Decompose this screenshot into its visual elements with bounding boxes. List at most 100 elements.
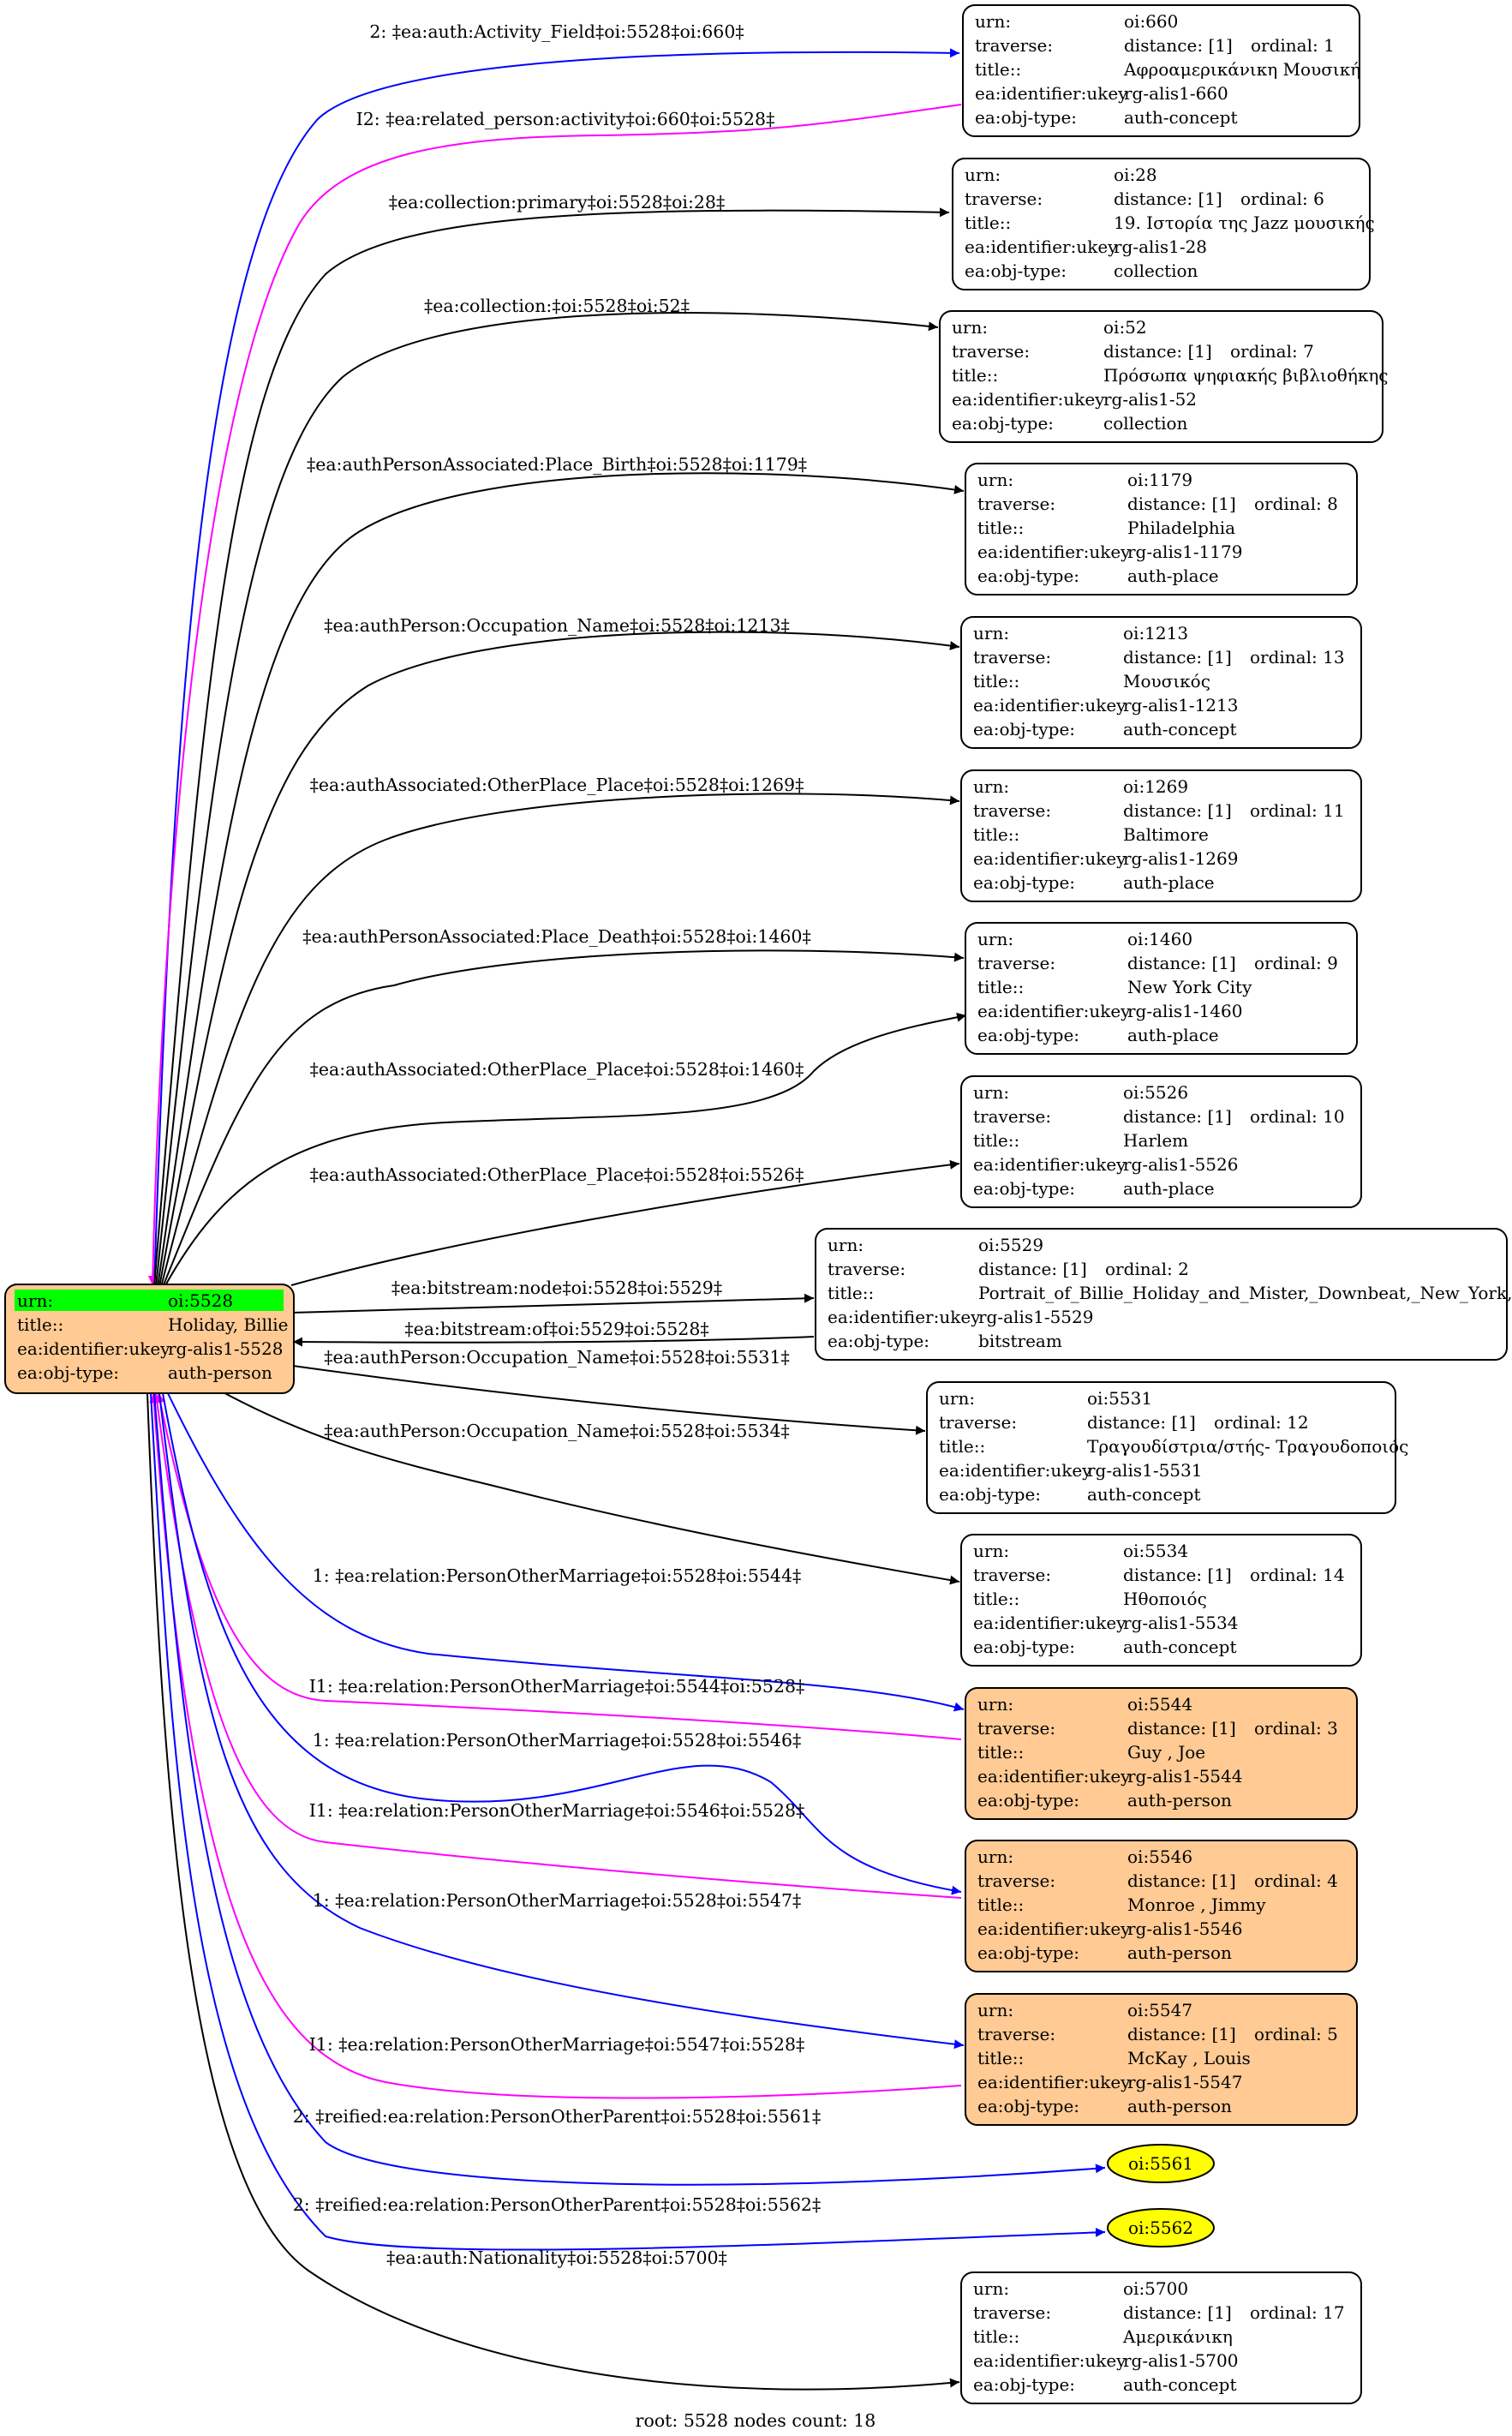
edge-place-birth: ‡ea:authPersonAssociated:Place_Birth‡oi:… [157, 454, 965, 1288]
node-key-traverse: traverse: [828, 1259, 905, 1279]
node-distance: distance: [1] [1127, 494, 1236, 514]
node-key-type: ea:obj-type: [939, 1484, 1041, 1505]
node-ukey: rg-alis1-5529 [978, 1307, 1093, 1327]
root-node[interactable]: urn: oi:5528 title:: Holiday, Billie ea:… [4, 1284, 295, 1394]
node-type: auth-place [1127, 566, 1219, 586]
node-type: collection [1103, 413, 1188, 434]
node-box [960, 616, 1362, 749]
node-distance: distance: [1] [1114, 189, 1222, 209]
edge-label: ‡ea:bitstream:node‡oi:5528‡oi:5529‡ [391, 1278, 722, 1298]
node-5526[interactable]: urn: oi:5526 traverse: distance: [1] ordinal… [960, 1075, 1362, 1208]
node-key-urn: urn: [977, 470, 1013, 490]
node-urn: oi:1460 [1127, 929, 1192, 949]
node-key-urn: urn: [973, 1082, 1009, 1103]
node-ukey: rg-alis1-5547 [1127, 2072, 1242, 2092]
node-key-urn: urn: [977, 1846, 1013, 1867]
node-type: collection [1114, 260, 1198, 281]
node-urn: oi:5526 [1123, 1082, 1188, 1103]
node-key-urn: urn: [952, 317, 988, 338]
node-key-type: ea:obj-type: [973, 1178, 1075, 1199]
graph-footer: root: 5528 nodes count: 18 [636, 2410, 876, 2431]
edge-label: ‡ea:collection:primary‡oi:5528‡oi:28‡ [389, 192, 725, 212]
edge-label: ‡ea:authAssociated:OtherPlace_Place‡oi:5… [310, 1059, 804, 1080]
node-key-traverse: traverse: [973, 1106, 1051, 1127]
reified-node-5561[interactable]: oi:5561 [1107, 2144, 1215, 2183]
edge-occupation-5534: ‡ea:authPerson:Occupation_Name‡oi:5528‡o… [218, 1389, 960, 1585]
node-key-urn: urn: [973, 623, 1009, 643]
node-key-urn: urn: [977, 929, 1013, 949]
edge-label: ‡ea:authAssociated:OtherPlace_Place‡oi:5… [310, 1164, 804, 1185]
node-ukey: rg-alis1-52 [1103, 389, 1197, 410]
node-ukey: rg-alis1-1179 [1127, 542, 1242, 562]
node-ukey: rg-alis1-5531 [1087, 1460, 1202, 1481]
node-title: New York City [1127, 977, 1252, 997]
node-ordinal: ordinal: 10 [1250, 1106, 1345, 1127]
node-ukey: rg-alis1-5546 [1127, 1918, 1242, 1939]
node-distance: distance: [1] [1127, 953, 1236, 973]
node-key-type: ea:obj-type: [977, 1025, 1079, 1045]
node-key-type: ea:obj-type: [973, 1637, 1075, 1657]
node-key-title: title:: [965, 212, 1011, 233]
node-ordinal: ordinal: 13 [1250, 647, 1345, 667]
node-box [965, 463, 1358, 596]
node-key-ukey: ea:identifier:ukey [952, 389, 1105, 410]
reified-node-5562[interactable]: oi:5562 [1107, 2208, 1215, 2247]
node-title: Harlem [1123, 1130, 1188, 1151]
node-key-traverse: traverse: [975, 35, 1053, 56]
edge-layer: 2: ‡ea:auth:Activity_Field‡oi:5528‡oi:66… [146, 21, 1106, 2391]
node-key-ukey: ea:identifier:ukey [973, 848, 1127, 869]
node-key-urn: urn: [939, 1388, 975, 1409]
node-distance: distance: [1] [1087, 1412, 1196, 1433]
node-distance: distance: [1] [1127, 1870, 1236, 1891]
edge-label: ‡ea:bitstream:of‡oi:5529‡oi:5528‡ [404, 1319, 708, 1339]
reified-label: oi:5561 [1128, 2153, 1193, 2174]
node-box [960, 1534, 1362, 1667]
node-urn: oi:5544 [1127, 1694, 1192, 1715]
node-distance: distance: [1] [1123, 1106, 1232, 1127]
root-key: ea:identifier:ukey [17, 1338, 170, 1359]
edge-place-death: ‡ea:authPersonAssociated:Place_Death‡oi:… [162, 926, 965, 1288]
edge-label: ‡ea:authPersonAssociated:Place_Death‡oi:… [302, 926, 810, 947]
node-box [960, 769, 1362, 902]
edge-label: 2: ‡reified:ea:relation:PersonOtherParen… [293, 2106, 821, 2127]
node-ordinal: ordinal: 12 [1214, 1412, 1309, 1433]
node-key-title: title:: [977, 2048, 1024, 2068]
edge-nationality: ‡ea:auth:Nationality‡oi:5528‡oi:5700‡ [146, 1392, 960, 2391]
node-title: Monroe , Jimmy [1127, 1894, 1266, 1915]
node-title: Αφροαμερικάνικη Μουσική [1123, 59, 1360, 80]
node-key-traverse: traverse: [939, 1412, 1017, 1433]
node-key-ukey: ea:identifier:ukey [977, 2072, 1131, 2092]
node-key-urn: urn: [977, 2000, 1013, 2020]
edge-label: ‡ea:authPerson:Occupation_Name‡oi:5528‡o… [324, 1347, 790, 1368]
node-box [952, 158, 1371, 290]
node-key-type: ea:obj-type: [977, 1942, 1079, 1963]
edge-label: 1: ‡ea:relation:PersonOtherMarriage‡oi:5… [313, 1890, 802, 1911]
node-ordinal: ordinal: 5 [1254, 2024, 1338, 2044]
node-title: Baltimore [1123, 824, 1209, 845]
node-ukey: rg-alis1-1460 [1127, 1001, 1242, 1021]
node-ordinal: ordinal: 6 [1240, 189, 1324, 209]
node-key-ukey: ea:identifier:ukey [965, 236, 1118, 257]
edge-occupation-1213: ‡ea:authPerson:Occupation_Name‡oi:5528‡o… [158, 615, 960, 1288]
node-distance: distance: [1] [1123, 1565, 1232, 1585]
node-urn: oi:1213 [1123, 623, 1188, 643]
root-key: urn: [17, 1290, 53, 1311]
node-key-type: ea:obj-type: [973, 719, 1075, 739]
node-box [965, 1687, 1358, 1820]
